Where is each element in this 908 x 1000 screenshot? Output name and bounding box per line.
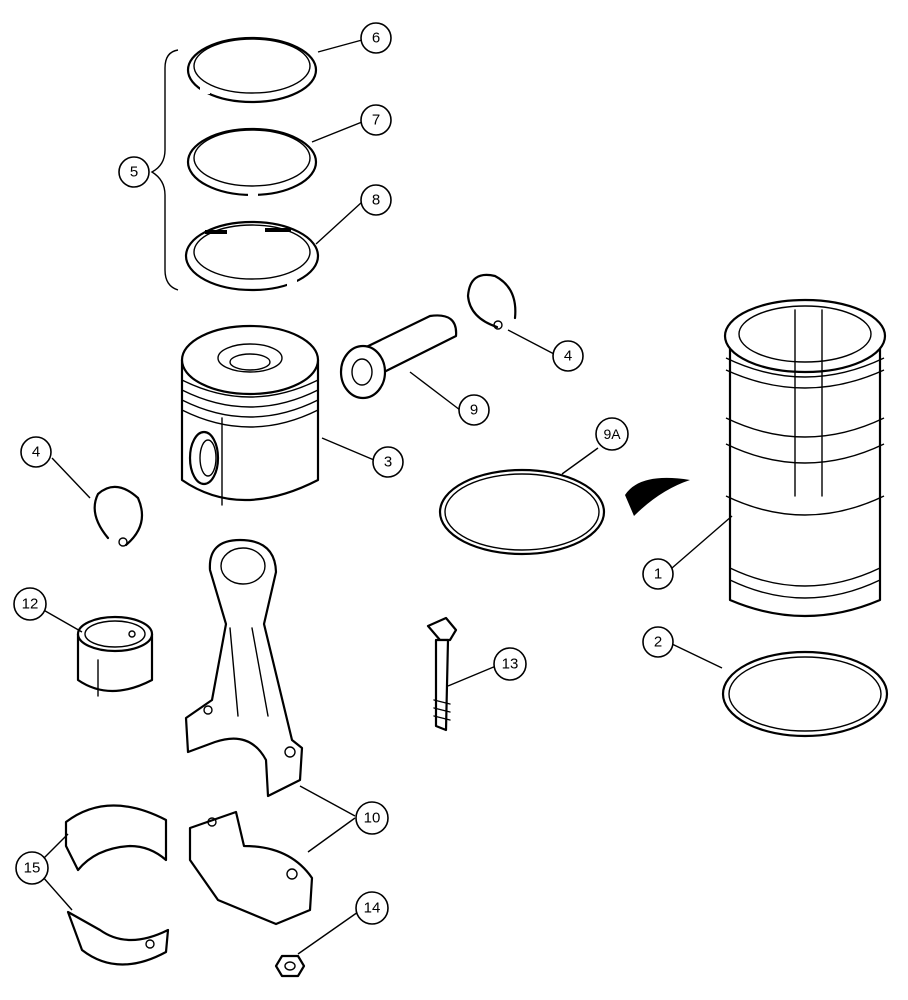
leader-6 [317, 39, 363, 53]
leader-7 [311, 121, 363, 143]
callout-9a: 9A [595, 417, 629, 451]
snap-ring-left [93, 485, 144, 547]
svg-text:13: 13 [502, 656, 519, 673]
leader-14 [297, 911, 359, 955]
connecting-rod [184, 538, 304, 798]
connecting-rod-bushing [76, 615, 154, 697]
bearing-shell-upper [64, 804, 168, 872]
callout-12: 12 [13, 587, 47, 621]
connecting-rod-cap [188, 810, 314, 926]
callout-8: 8 [360, 184, 392, 216]
ring-group-bracket [150, 49, 179, 291]
svg-text:8: 8 [372, 192, 380, 209]
svg-text:4: 4 [32, 444, 40, 461]
leader-9a [561, 447, 599, 475]
callout-10: 10 [355, 801, 389, 835]
svg-text:9: 9 [470, 402, 478, 419]
leader-1 [671, 515, 733, 569]
svg-text:6: 6 [372, 30, 380, 47]
svg-text:9A: 9A [603, 426, 621, 442]
leader-13 [447, 665, 497, 687]
callout-4-left: 4 [20, 436, 52, 468]
leader-12 [39, 607, 83, 633]
o-ring-9a [438, 468, 606, 556]
piston-pin [339, 314, 458, 400]
connecting-rod-bolt [426, 616, 458, 732]
callout-14: 14 [355, 891, 389, 925]
oil-control-ring [184, 220, 320, 292]
sealing-ring [721, 650, 889, 738]
leader-9 [409, 371, 461, 411]
svg-text:4: 4 [564, 348, 572, 365]
callout-4-right: 4 [552, 340, 584, 372]
leader-8 [315, 201, 363, 245]
callout-5: 5 [118, 156, 150, 188]
cylinder-liner [723, 298, 887, 618]
svg-text:1: 1 [654, 566, 662, 583]
svg-text:2: 2 [654, 634, 662, 651]
leader-15b [41, 875, 73, 911]
svg-text:5: 5 [130, 164, 138, 181]
leader-4r [507, 329, 555, 355]
leader-2 [671, 643, 723, 669]
piston-ring-middle [186, 127, 318, 198]
callout-3: 3 [372, 446, 404, 478]
install-direction-arrow [625, 477, 690, 516]
callout-6: 6 [360, 22, 392, 54]
callout-1: 1 [642, 558, 674, 590]
svg-text:14: 14 [364, 900, 381, 917]
svg-text:7: 7 [372, 112, 380, 129]
piston [180, 324, 320, 506]
svg-text:12: 12 [22, 596, 39, 613]
svg-text:10: 10 [364, 810, 381, 827]
leader-4l [51, 457, 91, 499]
bearing-shell-lower [66, 910, 170, 966]
piston-ring-top [186, 36, 318, 104]
svg-text:3: 3 [384, 454, 392, 471]
leader-15a [41, 833, 69, 861]
connecting-rod-nut [274, 954, 306, 978]
leader-3 [321, 437, 375, 461]
callout-2: 2 [642, 626, 674, 658]
svg-text:15: 15 [24, 860, 41, 877]
callout-15: 15 [15, 851, 49, 885]
callout-9: 9 [458, 394, 490, 426]
callout-7: 7 [360, 104, 392, 136]
snap-ring-right [466, 273, 517, 330]
callout-13: 13 [493, 647, 527, 681]
leader-10a [299, 785, 356, 817]
leader-10b [307, 817, 356, 853]
